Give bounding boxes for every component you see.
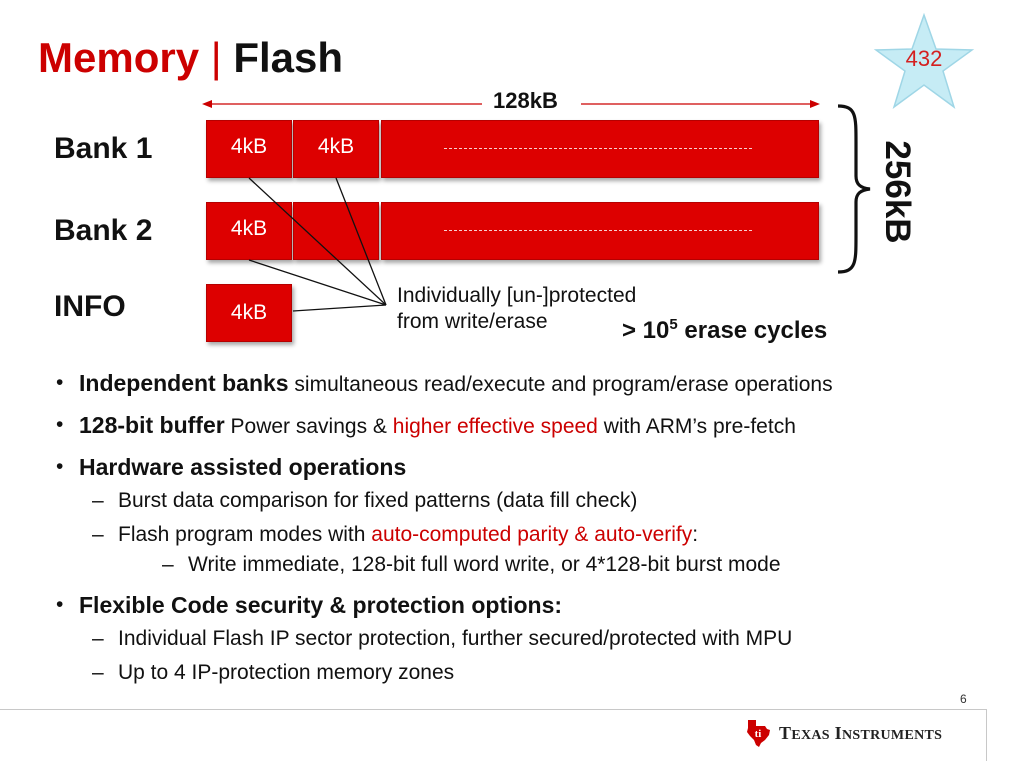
sub-bullet-text: Up to 4 IP-protection memory zones (118, 661, 455, 684)
title-part-flash: Flash (233, 34, 344, 81)
size-arrow (202, 100, 820, 108)
bullet-text: with ARM’s pre-fetch (597, 415, 796, 438)
sub-bullet-text: Flash program modes with (118, 523, 372, 546)
ti-wordmark: TEXAS INSTRUMENTS (779, 722, 943, 743)
bank1-remaining-sectors (381, 120, 819, 178)
sub-bullet-text: Write immediate, 128-bit full word write… (188, 553, 781, 576)
bullet-list: • Independent banks simultaneous read/ex… (56, 368, 996, 688)
bank2-label: Bank 2 (54, 214, 153, 247)
erase-cycles: > 105 erase cycles (622, 316, 827, 345)
bullet-dot: • (56, 455, 64, 478)
bullet-head: 128-bit buffer (79, 412, 225, 438)
note-line-1: Individually [un-]protected (397, 284, 637, 307)
bullet-head: Flexible Code security & protection opti… (79, 592, 563, 618)
bullet-highlight: higher effective speed (392, 415, 598, 438)
note-line-2: from write/erase (397, 310, 548, 333)
sub-bullet-dash: – (92, 627, 104, 650)
bank1-sector-1-label: 4kB (230, 135, 268, 158)
sub-bullet-text: : (692, 523, 699, 546)
sub-bullet-highlight: auto-computed parity & auto-verify (371, 523, 693, 546)
bank1-sector-2-label: 4kB (317, 135, 355, 158)
page-title: Memory | Flash (38, 34, 343, 82)
total-size-container: 256kB (868, 124, 928, 254)
bullet-code-security: • Flexible Code security & protection op… (56, 590, 996, 622)
bank1-dashed-line (444, 148, 752, 149)
bank2-remaining-sectors (381, 202, 819, 260)
total-size-label: 256kB (878, 140, 917, 244)
footer-divider (0, 709, 987, 710)
sub-bullet-dash: – (92, 489, 104, 512)
sub-bullet-text: Burst data comparison for fixed patterns… (118, 489, 638, 512)
erase-prefix: > 10 (622, 317, 670, 344)
ti-state-icon: ti (747, 720, 770, 747)
page-number: 6 (960, 692, 967, 706)
svg-text:ti: ti (755, 728, 762, 740)
footer-divider-vertical (986, 709, 987, 761)
bullet-text: Power savings & (224, 415, 393, 438)
protection-note: Individually [un-]protected from write/e… (397, 283, 636, 335)
top-size-label: 128kB (493, 88, 558, 113)
info-sector: 4kB (206, 284, 292, 342)
sub-bullet-dash: – (162, 553, 174, 576)
erase-suffix: erase cycles (677, 317, 828, 344)
info-label: INFO (54, 290, 126, 323)
bullet-text: simultaneous read/execute and program/er… (288, 373, 833, 396)
texas-instruments-logo: ti TEXAS INSTRUMENTS (745, 718, 942, 748)
right-brace-icon (837, 104, 871, 274)
sub-bullet-dash: – (92, 523, 104, 546)
bank1-sector-2: 4kB (293, 120, 379, 178)
sub-bullet-burst: – Burst data comparison for fixed patter… (56, 486, 996, 516)
sub-bullet-program-modes: – Flash program modes with auto-computed… (56, 520, 996, 550)
sub-bullet-ip-zones: – Up to 4 IP-protection memory zones (56, 658, 996, 688)
star-badge-icon (873, 12, 975, 109)
bank2-sector-1-label: 4kB (230, 217, 268, 240)
bank2-sector-1: 4kB (206, 202, 292, 260)
bank1-sector-1: 4kB (206, 120, 292, 178)
bullet-independent-banks: • Independent banks simultaneous read/ex… (56, 368, 996, 400)
bullet-128bit-buffer: • 128-bit buffer Power savings & higher … (56, 410, 996, 442)
connector-lines (248, 177, 387, 312)
bank1-label: Bank 1 (54, 132, 153, 165)
sub-bullet-ip-sector: – Individual Flash IP sector protection,… (56, 624, 996, 654)
sub-bullet-dash: – (92, 661, 104, 684)
title-separator: | (210, 34, 222, 81)
bullet-head: Hardware assisted operations (79, 454, 407, 480)
bank2-dashed-line (444, 230, 752, 231)
erase-exponent: 5 (669, 316, 678, 333)
bullet-dot: • (56, 371, 64, 394)
bullet-head: Independent banks (79, 370, 289, 396)
title-part-memory: Memory (38, 34, 200, 81)
badge-number: 432 (905, 46, 943, 71)
info-sector-label: 4kB (230, 301, 268, 324)
sub-sub-bullet-write-modes: – Write immediate, 128-bit full word wri… (56, 550, 996, 580)
bullet-dot: • (56, 413, 64, 436)
sub-bullet-text: Individual Flash IP sector protection, f… (118, 627, 793, 650)
bullet-hardware-assisted: • Hardware assisted operations (56, 452, 996, 484)
bullet-dot: • (56, 593, 64, 616)
